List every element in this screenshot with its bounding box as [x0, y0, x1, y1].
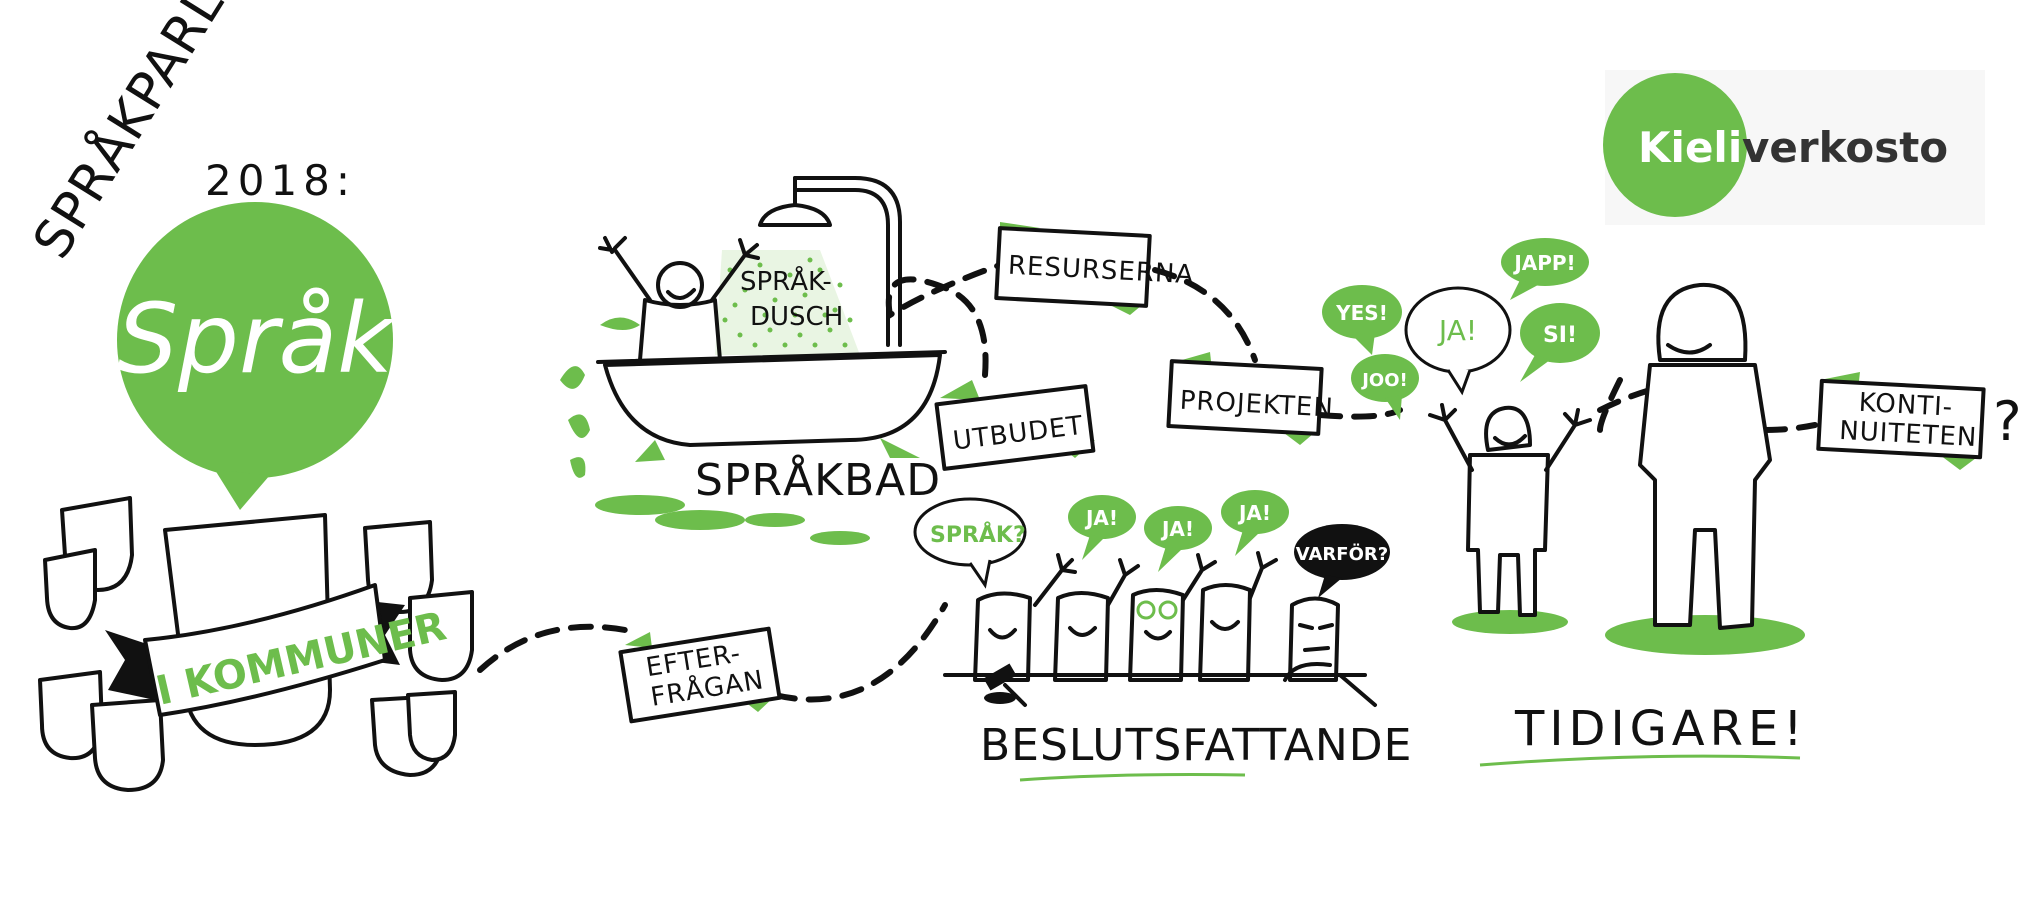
kieliverkosto-logo: Kieli verkosto [1603, 70, 1985, 225]
bubble-si: SI! [1543, 323, 1577, 348]
label-resurserna: RESURSERNA [994, 222, 1195, 315]
bathtub-scene: SPRÅK- DUSCH SPRÅKBAD [560, 176, 947, 545]
bubble-ja-1: JA! [1084, 506, 1118, 530]
meeting-caption: BESLUTSFATTANDE [980, 720, 1412, 771]
label-kontinuiteten: KONTI- NUITETEN ? [1816, 372, 2022, 470]
shower-spray [722, 257, 853, 348]
bubble-sprak: SPRÅK? [930, 522, 1026, 548]
children-caption: TIDIGARE! [1514, 701, 1808, 757]
children-scene: YES! JOO! JA! JAPP! SI! TIDIGARE! [1322, 238, 1808, 767]
meeting-scene: SPRÅK? JA! JA! JA! VARFÖR? [913, 490, 1412, 782]
bubble-ja: JA! [1437, 314, 1477, 347]
bubble-main-text: Språk [117, 283, 396, 395]
bath-caption: SPRÅKBAD [695, 453, 941, 506]
bubble-ja-2: JA! [1160, 517, 1194, 541]
bubble-varfor: VARFÖR? [1296, 543, 1388, 565]
main-speech-bubble: Språk [117, 202, 396, 510]
shower-text-line1: SPRÅK- [740, 265, 832, 297]
title-year: 2018: [205, 156, 356, 205]
bubble-ja-3: JA! [1237, 501, 1271, 525]
label-efterfragan: EFTER- FRÅGAN [618, 626, 782, 724]
bubble-japp: JAPP! [1512, 251, 1575, 275]
logo-part2: verkosto [1742, 123, 1948, 172]
bubble-yes: YES! [1335, 301, 1388, 325]
label-utbudet: UTBUDET [934, 380, 1096, 471]
shower-text-line2: DUSCH [750, 302, 843, 332]
label-kontinuiteten-line1: KONTI- [1858, 388, 1954, 423]
label-kontinuiteten-line2: NUITETEN [1838, 416, 1978, 453]
bubble-joo: JOO! [1360, 370, 1408, 391]
label-projekten: PROJEKTEN [1166, 352, 1334, 445]
logo-part1: Kieli [1638, 123, 1742, 172]
label-question-mark: ? [1993, 390, 2022, 453]
